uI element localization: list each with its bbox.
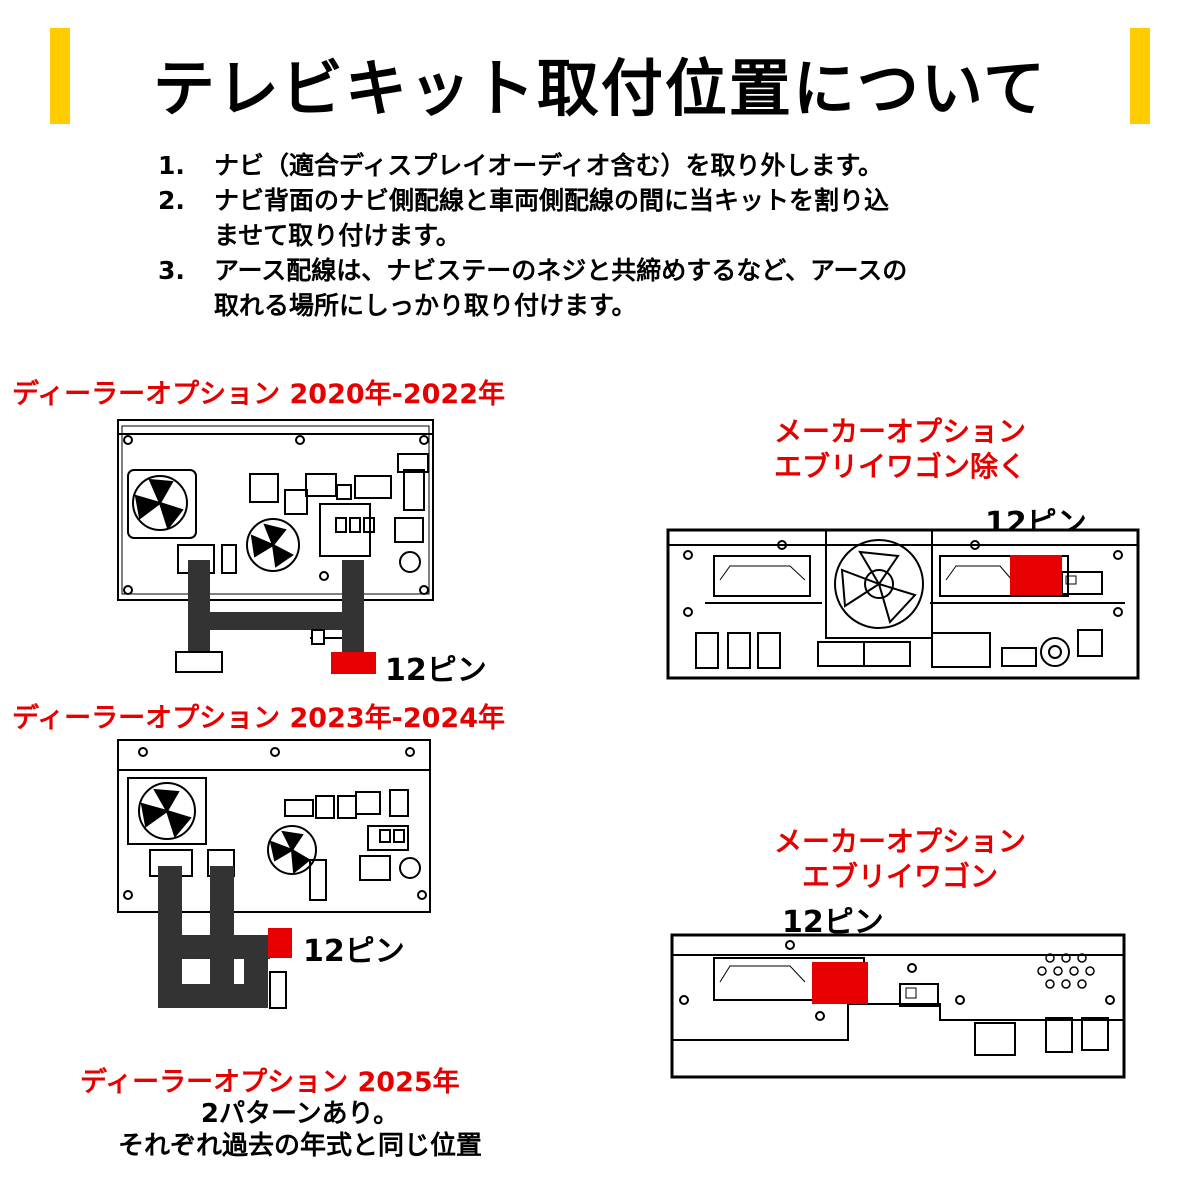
maker-wagon-heading-1: メーカーオプション	[773, 825, 1026, 858]
maker-excl-heading-1: メーカーオプション	[773, 415, 1026, 448]
dealer-2023-12pin-marker	[268, 928, 292, 958]
instruction-list: 1.ナビ（適合ディスプレイオーディオ含む）を取り外します。 2.ナビ背面のナビ側…	[158, 148, 907, 323]
dealer-2025-note-2: それぞれ過去の年式と同じ位置	[117, 1131, 482, 1161]
maker-wagon-12pin-marker	[812, 962, 868, 1004]
maker-excl-unit-diagram	[666, 528, 1140, 680]
dealer-2023-harness	[158, 866, 287, 1009]
maker-wagon-unit-diagram	[670, 933, 1126, 1079]
dealer-2020-pin-label: 12ピン	[385, 653, 487, 688]
accent-bar-left	[50, 28, 70, 124]
dealer-2023-heading: ディーラーオプション 2023年-2024年	[12, 703, 506, 734]
maker-excl-12pin-marker	[1010, 555, 1062, 595]
accent-bar-right	[1130, 28, 1150, 124]
dealer-2020-unit-diagram	[117, 419, 434, 601]
dealer-2025-note-1: 2パターンあり。	[200, 1099, 400, 1129]
speaker-grille	[1037, 953, 1095, 989]
dealer-2023-pin-label: 12ピン	[303, 934, 405, 969]
dealer-2020-harness	[175, 560, 364, 673]
maker-excl-heading-2: エブリイワゴン除く	[773, 450, 1026, 483]
dealer-2020-12pin-marker	[331, 652, 376, 674]
step-1: 1.ナビ（適合ディスプレイオーディオ含む）を取り外します。	[158, 151, 884, 180]
maker-wagon-heading-2: エブリイワゴン	[801, 860, 998, 893]
page-title: テレビキット取付位置について	[152, 52, 1048, 125]
dealer-2025-heading: ディーラーオプション 2025年	[80, 1067, 460, 1098]
step-3: 3.アース配線は、ナビステーのネジと共締めするなど、アースの 取れる場所にしっか…	[158, 256, 908, 320]
dealer-2020-heading: ディーラーオプション 2020年-2022年	[12, 379, 506, 410]
step-2: 2.ナビ背面のナビ側配線と車両側配線の間に当キットを割り込 ませて取り付けます。	[158, 186, 890, 250]
dealer-2023-unit-diagram	[117, 739, 431, 913]
